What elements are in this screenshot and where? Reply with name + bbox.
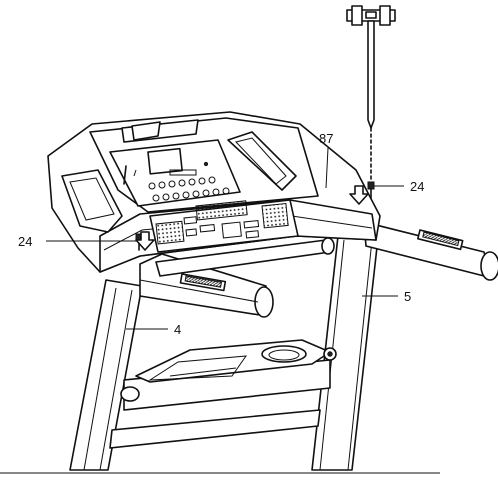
- callout-bolt-right: 24: [410, 179, 424, 194]
- callout-console: 87: [319, 131, 333, 146]
- console-right-bin: [227, 131, 297, 191]
- callout-bolt-left: 24: [18, 234, 32, 249]
- console-body: [47, 111, 381, 273]
- console-control-panel: [149, 199, 299, 253]
- arrow-right: [349, 185, 369, 205]
- accessory-tray: [120, 339, 331, 411]
- handlebar-right: [363, 221, 498, 281]
- upright-bolt: [323, 347, 337, 361]
- upright-left: [69, 279, 143, 471]
- callout-upright-right: 5: [404, 289, 411, 304]
- console-buttons: [123, 161, 230, 202]
- crossbar-tube: [155, 237, 335, 277]
- allen-key-tool: [346, 5, 396, 183]
- arrow-left: [135, 231, 155, 251]
- console-left-bin: [61, 169, 123, 233]
- leader-lines: [46, 147, 404, 330]
- callout-upright-left: 4: [174, 322, 181, 337]
- lower-crossbar: [109, 409, 321, 449]
